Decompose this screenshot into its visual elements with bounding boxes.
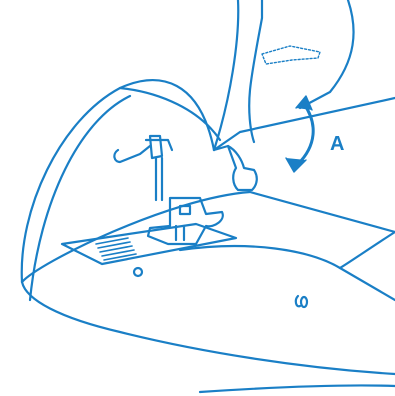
movement-arrow (298, 104, 313, 164)
side-cover (22, 80, 214, 282)
bed-front-edge (22, 282, 395, 374)
presser-foot-lever (228, 146, 257, 190)
feed-dog-lines (96, 238, 136, 260)
needle-bar (156, 158, 162, 200)
thread-guide (262, 46, 320, 64)
bed-lower-edge (200, 385, 395, 392)
thumbscrew (114, 146, 150, 162)
upper-housing (214, 0, 238, 150)
callout-label: A (330, 133, 344, 155)
